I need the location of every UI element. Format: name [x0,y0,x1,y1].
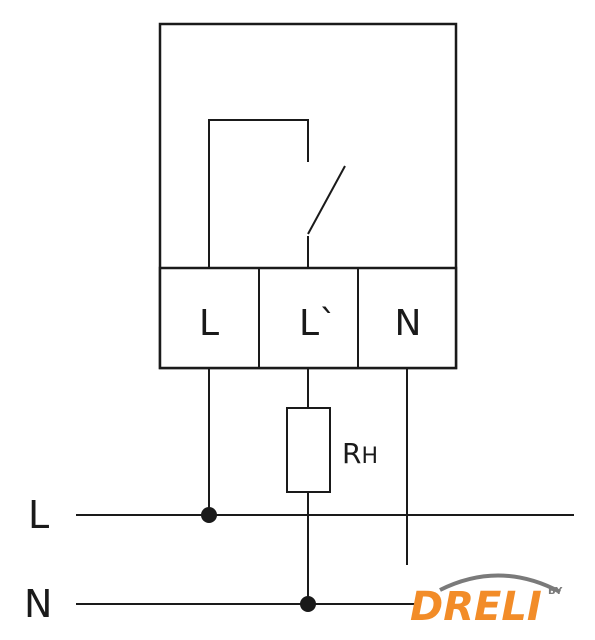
terminal-label-l: L [199,303,219,344]
dreli-logo: DRELI BY [410,573,563,630]
terminal-block [158,266,458,370]
load-resistor [286,407,331,493]
internal-bridge-wire [208,119,309,268]
switch-contact [307,165,346,235]
logo-text: DRELI [410,584,542,630]
rail-label-n: N [24,582,52,626]
load-label: RH [342,437,378,470]
terminal-label-n: N [395,303,422,344]
rail-label-l: L [28,493,49,537]
terminal-label-l-prime: L` [299,303,337,344]
junction-dot-n [300,596,316,612]
logo-swoosh [439,573,561,594]
junction-dot-l [201,507,217,523]
logo-by: BY [548,586,563,597]
